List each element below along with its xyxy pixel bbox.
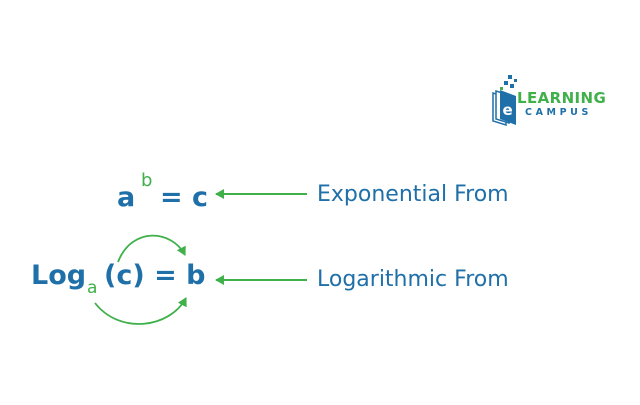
e-learning-campus-logo: e LEARNING CAMPUS bbox=[490, 75, 630, 131]
logarithmic-label: Logarithmic From bbox=[317, 267, 509, 292]
lower-curved-arrow bbox=[94, 297, 187, 325]
logo-book-icon: e bbox=[492, 75, 517, 127]
exp-rest: = c bbox=[160, 182, 209, 213]
logo-line1: LEARNING bbox=[517, 89, 607, 107]
logo-letter: e bbox=[503, 101, 513, 119]
log-word: Log bbox=[31, 260, 87, 291]
upper-curved-arrow bbox=[117, 234, 186, 263]
exponential-label: Exponential From bbox=[317, 182, 509, 207]
logo-line2: CAMPUS bbox=[525, 107, 592, 118]
exp-exponent: b bbox=[141, 170, 153, 191]
log-base: a bbox=[87, 278, 98, 298]
log-rest: (c) = b bbox=[104, 260, 206, 291]
exp-base: a bbox=[117, 182, 136, 213]
